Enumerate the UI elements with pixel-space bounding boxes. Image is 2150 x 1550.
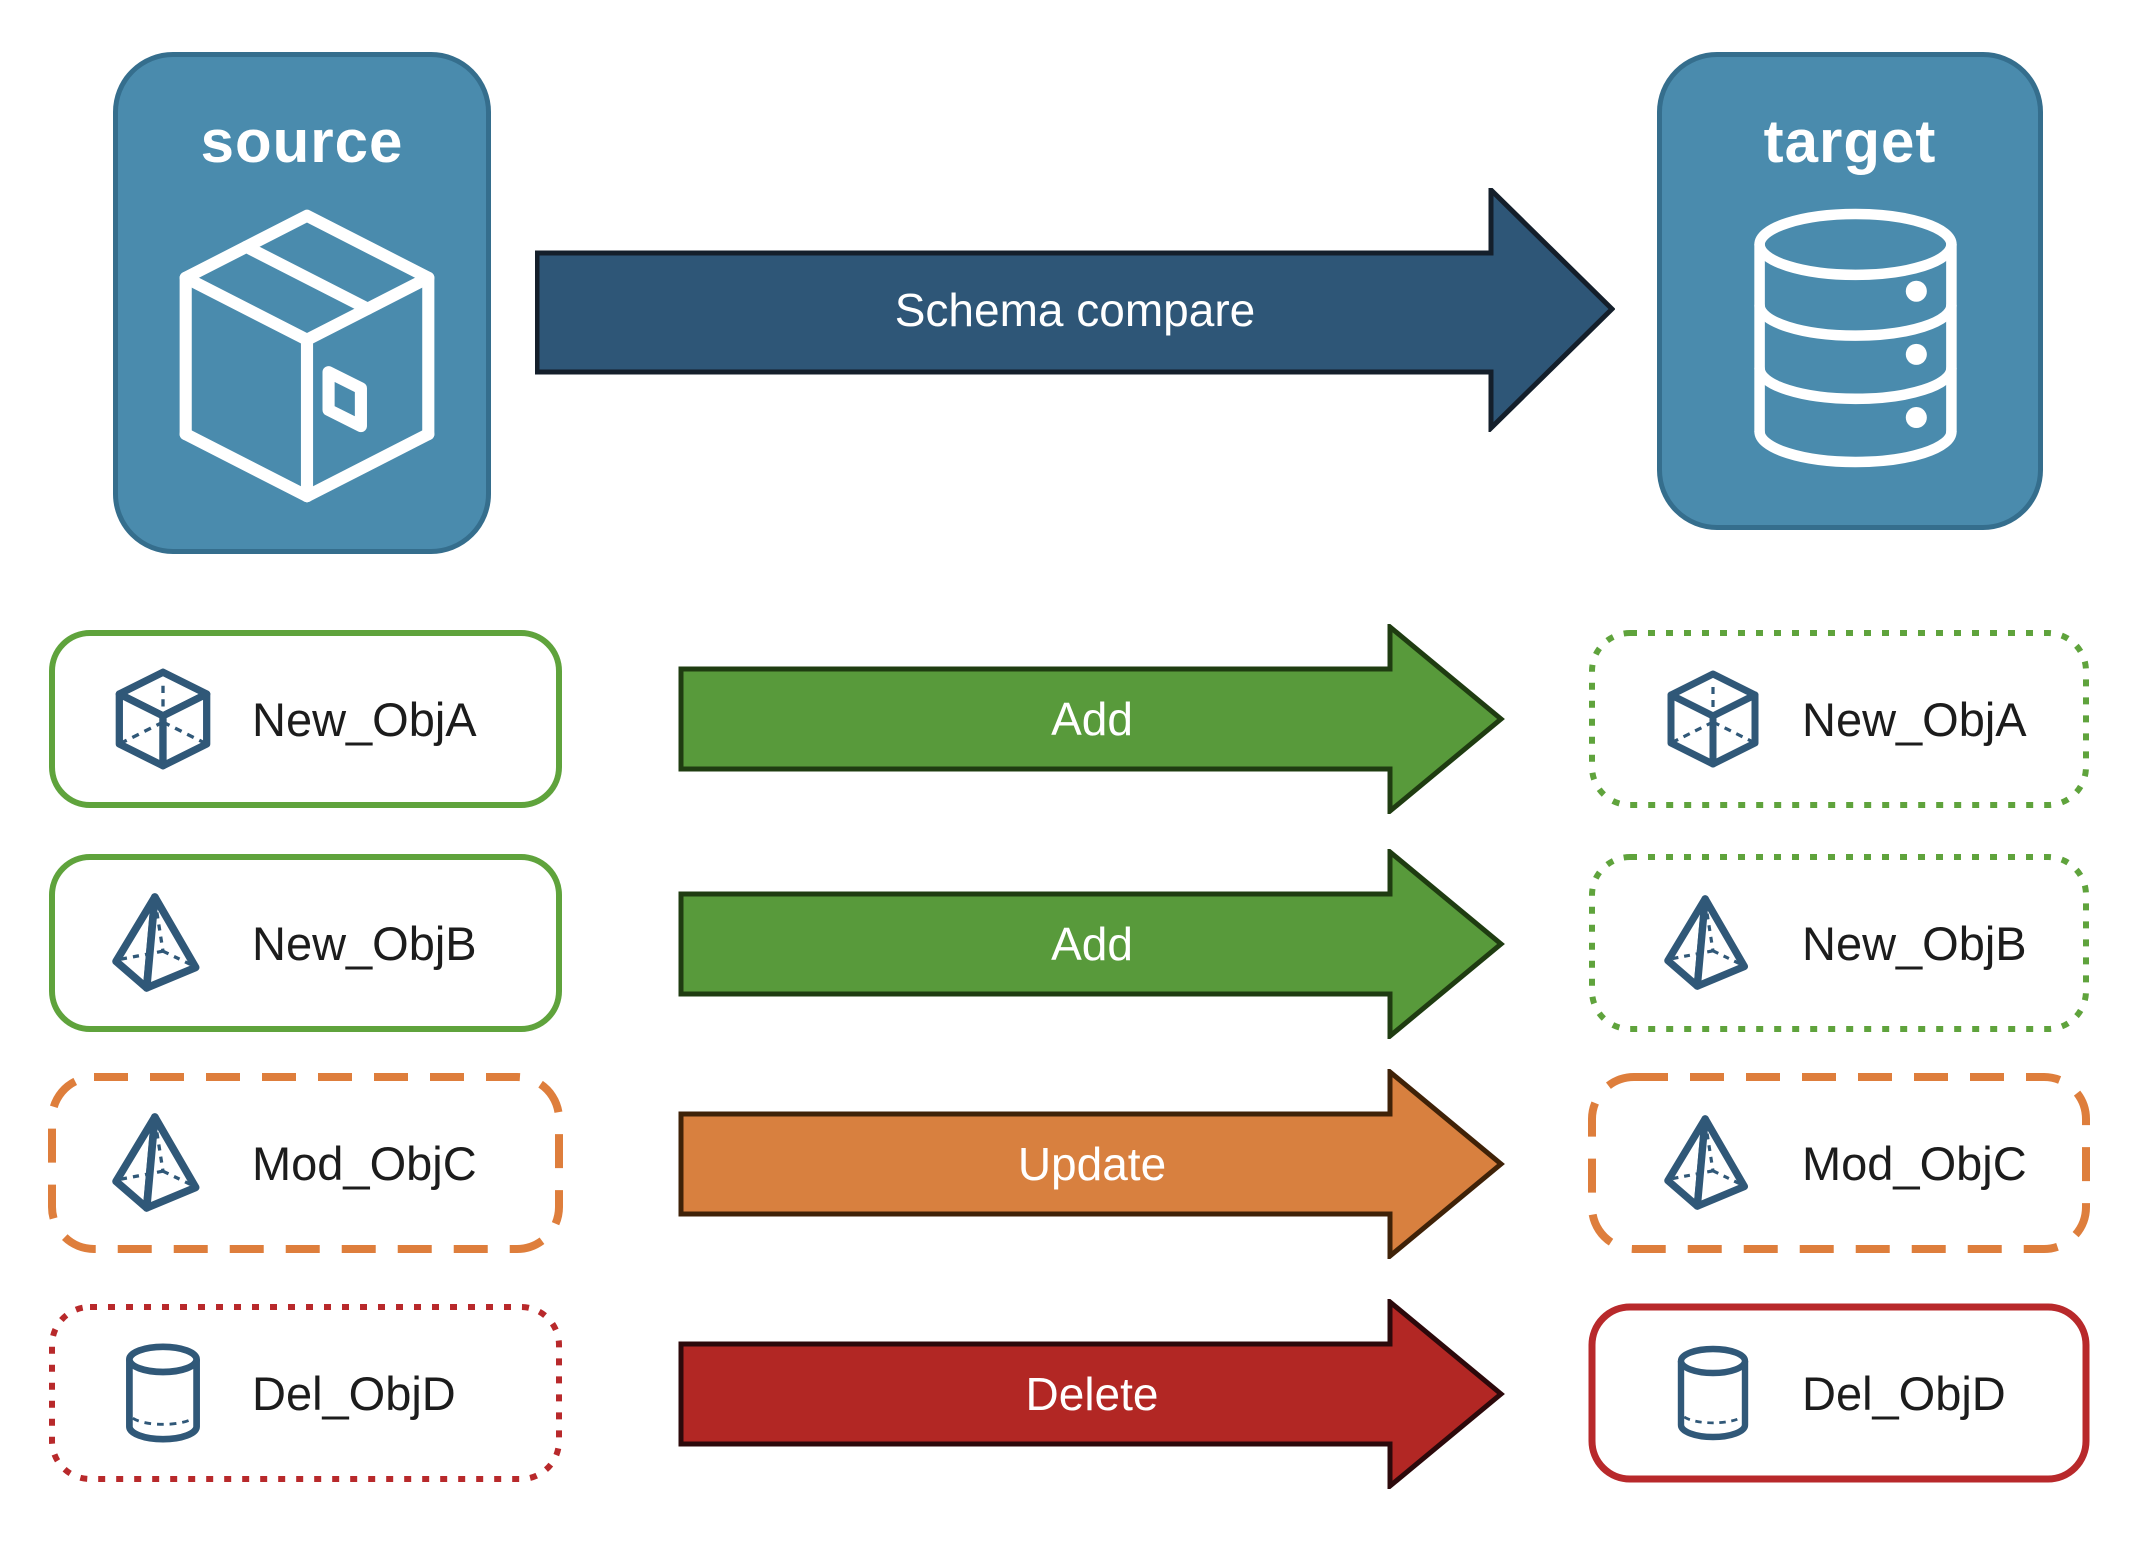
add-arrow-2: Add bbox=[678, 849, 1506, 1039]
target-object-card-new-obja: New_ObjA bbox=[1588, 629, 2090, 809]
update-arrow-label: Update bbox=[1017, 1138, 1167, 1190]
schema-compare-arrow: Schema compare bbox=[535, 188, 1615, 432]
add-arrow-1: Add bbox=[678, 624, 1506, 814]
object-label: New_ObjA bbox=[252, 692, 477, 746]
object-label: Mod_ObjC bbox=[1802, 1136, 2027, 1190]
add-arrow-label: Add bbox=[1051, 918, 1133, 970]
card-border bbox=[49, 630, 562, 808]
schema-compare-arrow-shape bbox=[535, 188, 1615, 432]
delete-arrow: Delete bbox=[678, 1299, 1506, 1489]
card-border bbox=[1588, 1303, 2090, 1483]
source-node-label: source bbox=[200, 108, 404, 175]
object-label: New_ObjB bbox=[1802, 916, 2027, 970]
source-object-card-new-obja: New_ObjA bbox=[48, 629, 563, 809]
source-object-card-new-objb: New_ObjB bbox=[48, 853, 563, 1033]
target-node-label: target bbox=[1763, 108, 1937, 175]
add-arrow-shape bbox=[678, 624, 1505, 814]
source-node: source bbox=[113, 52, 491, 554]
card-border bbox=[1589, 630, 2089, 808]
card-border bbox=[1589, 854, 2089, 1032]
source-object-card-del-objd: Del_ObjD bbox=[48, 1303, 563, 1483]
card-border bbox=[48, 1073, 563, 1253]
database-icon bbox=[1754, 208, 1957, 468]
card-border bbox=[49, 854, 562, 1032]
target-object-card-new-objb: New_ObjB bbox=[1588, 853, 2090, 1033]
delete-arrow-label: Delete bbox=[1025, 1368, 1159, 1420]
add-arrow-shape bbox=[678, 849, 1505, 1039]
object-label: Mod_ObjC bbox=[252, 1136, 477, 1190]
package-icon bbox=[179, 209, 435, 503]
target-object-card-del-objd: Del_ObjD bbox=[1588, 1303, 2090, 1483]
target-node: target bbox=[1657, 52, 2043, 530]
object-label: New_ObjA bbox=[1802, 692, 2027, 746]
add-arrow-label: Add bbox=[1051, 693, 1133, 745]
schema-compare-label: Schema compare bbox=[894, 284, 1256, 336]
card-border bbox=[49, 1304, 562, 1482]
update-arrow: Update bbox=[678, 1069, 1506, 1259]
object-label: New_ObjB bbox=[252, 916, 477, 970]
object-label: Del_ObjD bbox=[1802, 1366, 2006, 1420]
source-object-card-mod-objc: Mod_ObjC bbox=[48, 1073, 563, 1253]
delete-arrow-shape bbox=[678, 1299, 1505, 1489]
card-border bbox=[1588, 1073, 2090, 1253]
target-object-card-mod-objc: Mod_ObjC bbox=[1588, 1073, 2090, 1253]
object-label: Del_ObjD bbox=[252, 1366, 456, 1420]
update-arrow-shape bbox=[678, 1069, 1505, 1259]
